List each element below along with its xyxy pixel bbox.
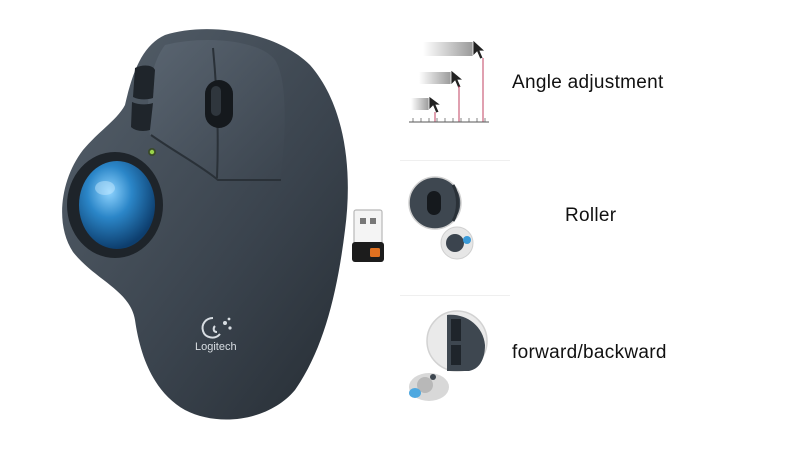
back-button[interactable]	[131, 102, 153, 131]
trackball[interactable]	[79, 161, 155, 249]
logitech-logo: Logitech	[195, 317, 237, 353]
feature-roller: Roller	[405, 168, 785, 268]
forward-button[interactable]	[133, 65, 155, 100]
divider	[400, 295, 510, 296]
feature-label-forward-backward: forward/backward	[512, 342, 667, 363]
usb-receiver	[352, 209, 384, 262]
brand-text: Logitech	[195, 341, 237, 353]
feature-label-roller: Roller	[565, 205, 617, 226]
feature-forward-backward: forward/backward	[405, 300, 785, 410]
feature-angle-adjustment: Angle adjustment	[405, 38, 785, 138]
scroll-wheel-closeup-icon	[408, 176, 474, 260]
cursor-angle-icon	[409, 39, 489, 123]
trackball-mouse: Logitech	[62, 29, 348, 420]
feature-label-angle: Angle adjustment	[512, 72, 664, 93]
side-buttons-closeup-icon	[409, 310, 488, 401]
divider	[400, 160, 510, 161]
